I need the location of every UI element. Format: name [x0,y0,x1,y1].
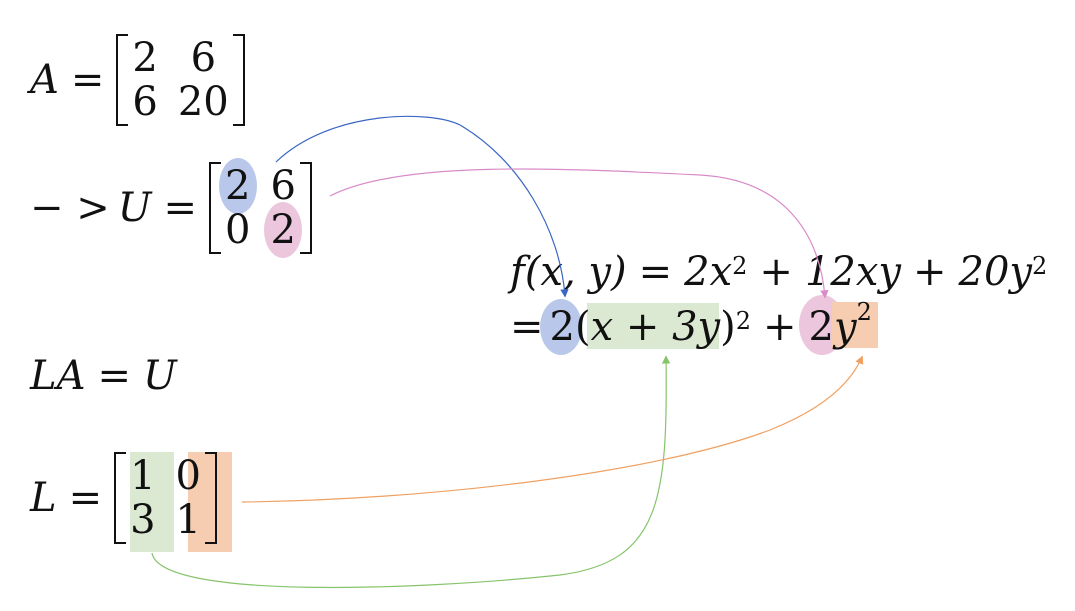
la-equals-u: LA = U [30,356,177,396]
matrix-l-symbol: L [30,475,57,521]
exponent: 2 [1032,252,1048,280]
y-variable: y [834,304,857,351]
right-bracket [232,34,245,126]
equals-sign: = [68,475,103,521]
right-bracket [204,452,217,544]
completed-square: = 2 ( x + 3y )2 + 2 y2 [510,294,878,355]
matrix-u-symbol: U [117,185,152,231]
matrix-u-equation: − > U = 2 6 0 2 [30,158,312,258]
matrix-a-equation: A = 2 6 6 20 [30,34,245,126]
u-symbol: U [142,353,177,399]
matrix-l-cell: 1 [130,453,156,499]
matrix-a-cell: 6 [190,35,217,81]
matrix-a-cell: 20 [177,79,229,125]
close-paren: ) [720,303,736,350]
coefficient-one: 2 [549,303,575,350]
matrix-l-cell: 3 [130,497,156,543]
inner-term-wrap: x + 3y [586,302,721,350]
matrix-l-cell: 0 [175,453,201,499]
matrix-u-cell: 6 [270,163,296,209]
matrix-a: 2 6 6 20 [116,34,245,126]
matrix-a-cell: 6 [132,79,158,125]
equals-sign: = [638,249,673,295]
equals-sign: = [97,353,131,399]
coefficient-two: 2 [808,303,834,350]
pivot-one-value: 2 [224,163,251,209]
function-symbol: f [510,249,525,295]
blue-arrow [275,115,569,298]
equals-sign: = [163,185,197,231]
term-20y: 20y [958,249,1033,295]
plus-sign: + [759,249,793,295]
orange-arrow [241,355,864,503]
inner-term: x + 3y [590,303,721,350]
left-bracket [116,34,129,126]
pink-arrow [329,168,829,299]
matrix-l-cell: 1 [175,497,201,543]
matrix-a-cell: 2 [132,35,158,81]
exponent: 2 [735,306,752,335]
matrix-a-symbol: A [30,57,59,103]
function-args: (x, y) [524,249,627,295]
equals-sign: = [70,57,105,103]
la-symbol: LA [30,353,86,399]
left-bracket [114,452,127,544]
open-paren: ( [574,303,591,350]
arrow-symbol: − > [30,185,110,231]
left-bracket [208,162,221,254]
pivot-two-value: 2 [270,207,296,253]
matrix-u: 2 6 0 2 [208,158,312,258]
plus-sign: + [913,249,947,295]
term-2x: 2x [684,249,733,295]
matrix-u-cell: 0 [224,207,251,253]
exponent: 2 [732,252,748,280]
plus-sign: + [763,303,797,350]
green-arrow [151,355,671,589]
exponent: 2 [856,298,872,326]
y-squared-wrap: y2 [832,300,878,351]
right-bracket [299,162,312,254]
equals-sign: = [510,303,544,350]
